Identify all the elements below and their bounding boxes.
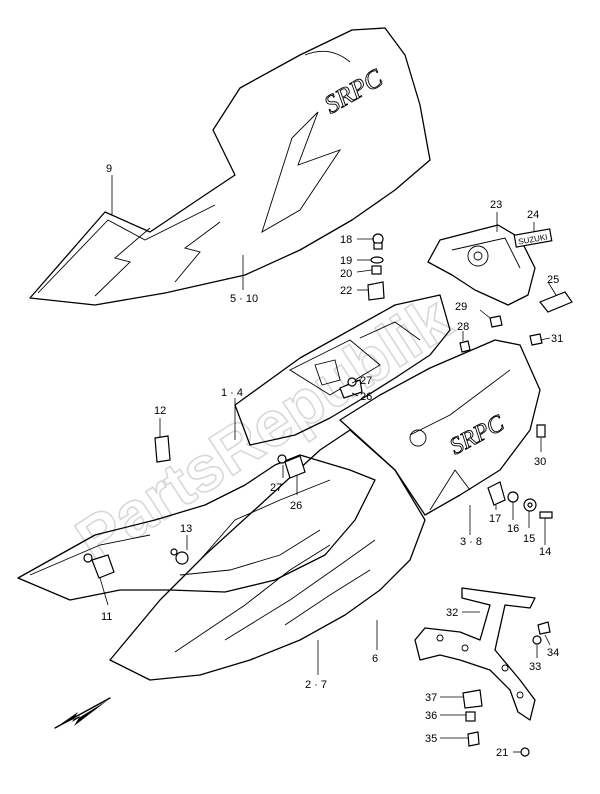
label-37: 37 bbox=[425, 692, 437, 704]
upper-tail-cover: SRPC bbox=[29, 27, 431, 306]
label-27b: 27 bbox=[270, 482, 282, 494]
label-14: 14 bbox=[539, 546, 551, 558]
label-2-7: 2 · 7 bbox=[305, 679, 327, 691]
label-5-10: 5 · 10 bbox=[230, 293, 258, 305]
grommet-13 bbox=[170, 548, 189, 565]
label-3-8: 3 · 8 bbox=[460, 536, 482, 548]
label-12: 12 bbox=[154, 405, 166, 417]
part-labels: 9 5 · 10 23 24 18 19 20 22 25 29 28 31 2… bbox=[101, 163, 563, 759]
emblem-12 bbox=[154, 435, 171, 463]
label-20: 20 bbox=[340, 268, 352, 280]
label-34: 34 bbox=[547, 647, 559, 659]
bracket-26-27 bbox=[277, 377, 363, 479]
rear-cowl bbox=[427, 224, 536, 306]
label-18: 18 bbox=[340, 234, 352, 246]
label-21: 21 bbox=[496, 747, 508, 759]
label-32: 32 bbox=[446, 607, 458, 619]
label-35: 35 bbox=[425, 733, 437, 745]
label-16: 16 bbox=[507, 523, 519, 535]
label-26b: 26 bbox=[290, 500, 302, 512]
label-24: 24 bbox=[527, 209, 539, 221]
label-15: 15 bbox=[523, 533, 535, 545]
label-13: 13 bbox=[180, 523, 192, 535]
name-plate: SUZUKI bbox=[513, 228, 553, 248]
label-29: 29 bbox=[455, 301, 467, 313]
label-17: 17 bbox=[489, 513, 501, 525]
gear-icon bbox=[467, 245, 489, 267]
label-1-4: 1 · 4 bbox=[221, 387, 243, 399]
label-26a: 26 bbox=[360, 391, 372, 403]
label-11: 11 bbox=[101, 611, 112, 623]
bolt-stack-14-17 bbox=[487, 481, 553, 519]
frame-rail bbox=[17, 454, 376, 601]
label-19: 19 bbox=[340, 255, 352, 267]
label-30: 30 bbox=[534, 456, 546, 468]
label-23: 23 bbox=[490, 199, 502, 211]
small-bolts bbox=[459, 315, 546, 438]
label-31: 31 bbox=[551, 333, 563, 345]
label-28: 28 bbox=[457, 321, 469, 333]
label-9: 9 bbox=[106, 163, 112, 175]
watermark: PartsRepublik bbox=[63, 282, 463, 577]
seat-frame-cover bbox=[234, 294, 451, 446]
label-25: 25 bbox=[547, 274, 559, 286]
rear-bracket bbox=[414, 587, 536, 721]
leader-lines bbox=[99, 175, 557, 753]
side-cover bbox=[109, 429, 426, 681]
label-36: 36 bbox=[425, 710, 437, 722]
label-27a: 27 bbox=[360, 375, 372, 387]
tail-emblem-lower: SRPC bbox=[446, 410, 510, 460]
fastener-stack bbox=[367, 233, 385, 301]
label-22: 22 bbox=[340, 285, 352, 297]
label-33: 33 bbox=[529, 661, 541, 673]
tail-emblem-upper: SRPC bbox=[319, 63, 388, 119]
reflector bbox=[539, 291, 573, 313]
label-6: 6 bbox=[372, 653, 378, 665]
clip-11 bbox=[83, 553, 115, 579]
lower-fasteners bbox=[462, 621, 551, 757]
front-direction-arrow bbox=[54, 697, 111, 729]
